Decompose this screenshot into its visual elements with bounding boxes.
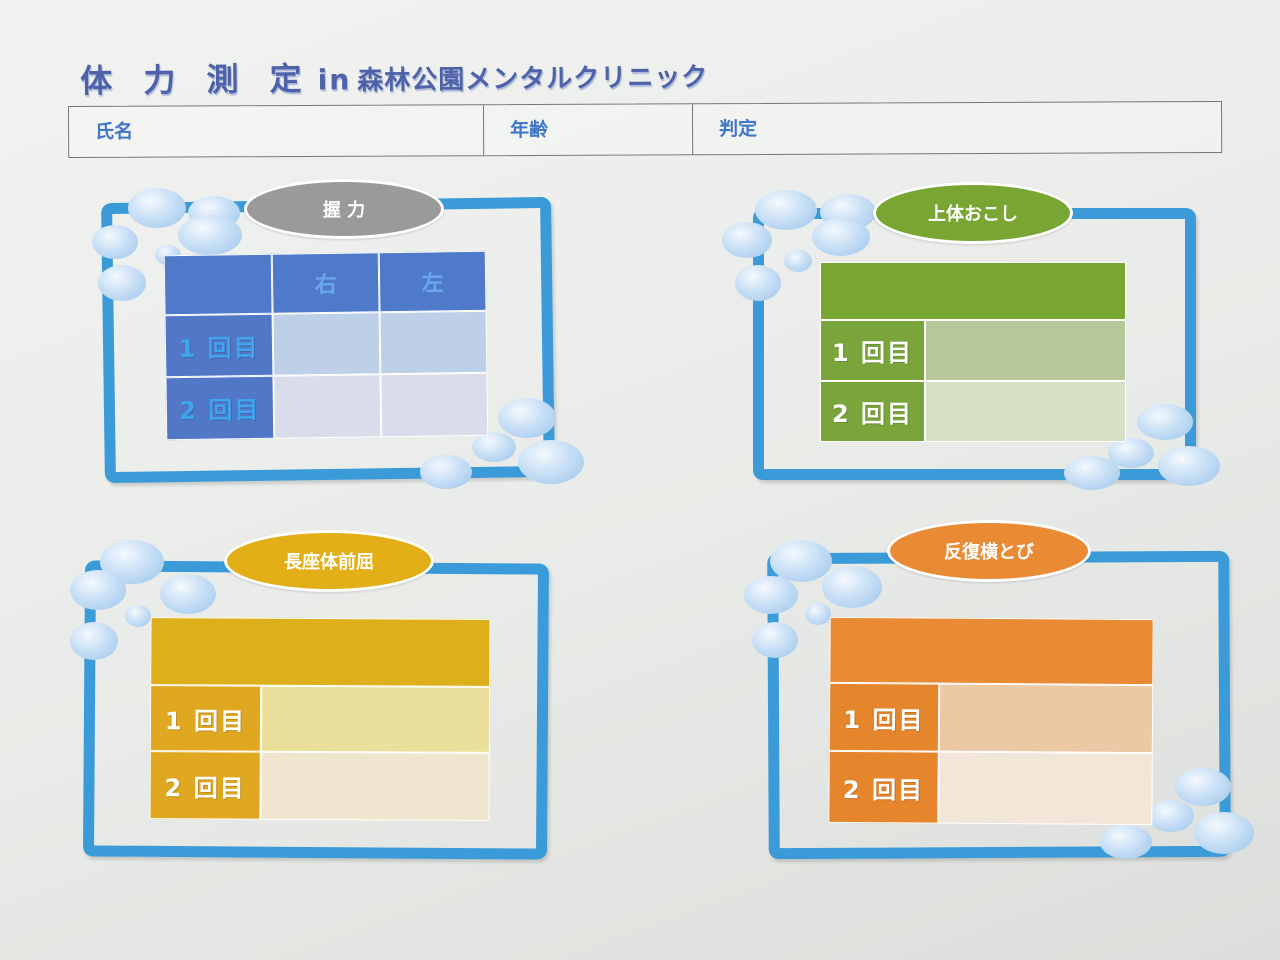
sit-reach-row2-cell[interactable] <box>260 751 490 821</box>
sit-reach-label-pill: 長座体前屈 <box>224 530 434 592</box>
bubble-decoration <box>735 265 781 301</box>
side-step-row1-label: 1 回目 <box>828 682 940 752</box>
bubble-decoration <box>1148 800 1194 832</box>
grip-row1-label: 1 回目 <box>164 313 274 378</box>
sit-reach-table: 1 回目 2 回目 <box>149 617 491 821</box>
bubble-decoration <box>498 398 556 438</box>
grip-row2-right-cell[interactable] <box>273 374 382 439</box>
bubble-decoration <box>784 250 812 272</box>
title-main: 体 力 測 定 <box>80 59 312 100</box>
situps-table: 1 回目 2 回目 <box>820 262 1126 442</box>
bubble-decoration <box>70 570 126 610</box>
bubble-decoration <box>812 218 870 256</box>
grip-label-pill: 握 力 <box>244 179 444 239</box>
bubble-decoration <box>752 622 798 658</box>
side-step-row2-label: 2 回目 <box>828 750 939 824</box>
bubble-decoration <box>1100 825 1152 859</box>
age-label: 年齢 <box>510 118 549 142</box>
bubble-decoration <box>92 225 138 259</box>
bubble-decoration <box>128 188 186 228</box>
situps-label-pill: 上体おこし <box>873 182 1073 244</box>
grip-row1-left-cell[interactable] <box>379 310 488 375</box>
bubble-decoration <box>805 603 831 625</box>
situps-row2-label: 2 回目 <box>820 381 925 442</box>
age-field[interactable]: 年齢 <box>484 104 694 156</box>
judgement-field[interactable]: 判定 <box>693 102 1221 154</box>
sit-reach-row2-label: 2 回目 <box>149 751 261 820</box>
bubble-decoration <box>178 215 242 255</box>
sit-reach-label: 長座体前屈 <box>284 552 374 573</box>
bubble-decoration <box>70 622 118 660</box>
grip-label: 握 力 <box>322 200 366 221</box>
sit-reach-header <box>150 617 491 687</box>
grip-col-left: 左 <box>378 250 487 313</box>
grip-col-right: 右 <box>271 252 380 314</box>
grip-row2-left-cell[interactable] <box>380 372 489 438</box>
bubble-decoration <box>472 432 516 462</box>
info-header-box: 氏名 年齢 判定 <box>68 100 1223 158</box>
bubble-decoration <box>98 265 146 301</box>
sit-reach-row1-cell[interactable] <box>260 685 491 753</box>
bubble-decoration <box>744 576 798 614</box>
grip-row1-right-cell[interactable] <box>272 312 381 376</box>
bubble-decoration <box>722 222 772 258</box>
side-step-header <box>829 616 1154 686</box>
judgement-label: 判定 <box>719 117 758 141</box>
bubble-decoration <box>518 440 584 484</box>
bubble-decoration <box>160 574 216 614</box>
situps-row1-cell[interactable] <box>925 320 1126 381</box>
title-clinic: 森林公園メンタルクリニック <box>357 62 709 97</box>
bubble-decoration <box>125 605 151 627</box>
bubble-decoration <box>1175 768 1231 806</box>
title-in: in <box>317 63 352 97</box>
name-field[interactable]: 氏名 <box>69 105 485 157</box>
side-step-label-pill: 反復横とび <box>887 520 1091 582</box>
bubble-decoration <box>1064 456 1120 490</box>
bubble-decoration <box>822 566 882 608</box>
side-step-table: 1 回目 2 回目 <box>828 616 1154 826</box>
situps-label: 上体おこし <box>928 204 1018 225</box>
sit-reach-row1-label: 1 回目 <box>149 685 262 752</box>
bubble-decoration <box>1137 404 1193 440</box>
grip-table: 右 左 1 回目 2 回目 <box>163 250 489 441</box>
side-step-label: 反復横とび <box>944 542 1034 563</box>
bubble-decoration <box>770 540 832 582</box>
grip-row2-label: 2 回目 <box>165 375 275 441</box>
grip-header-blank <box>163 253 273 316</box>
situps-row1-label: 1 回目 <box>820 320 925 381</box>
side-step-row2-cell[interactable] <box>938 751 1153 826</box>
bubble-decoration <box>420 455 472 489</box>
situps-row2-cell[interactable] <box>925 381 1126 442</box>
bubble-decoration <box>755 190 817 230</box>
bubble-decoration <box>1194 812 1254 854</box>
name-label: 氏名 <box>95 120 134 143</box>
bubble-decoration <box>1158 446 1220 486</box>
side-step-row1-cell[interactable] <box>938 683 1154 754</box>
situps-header <box>820 262 1126 320</box>
